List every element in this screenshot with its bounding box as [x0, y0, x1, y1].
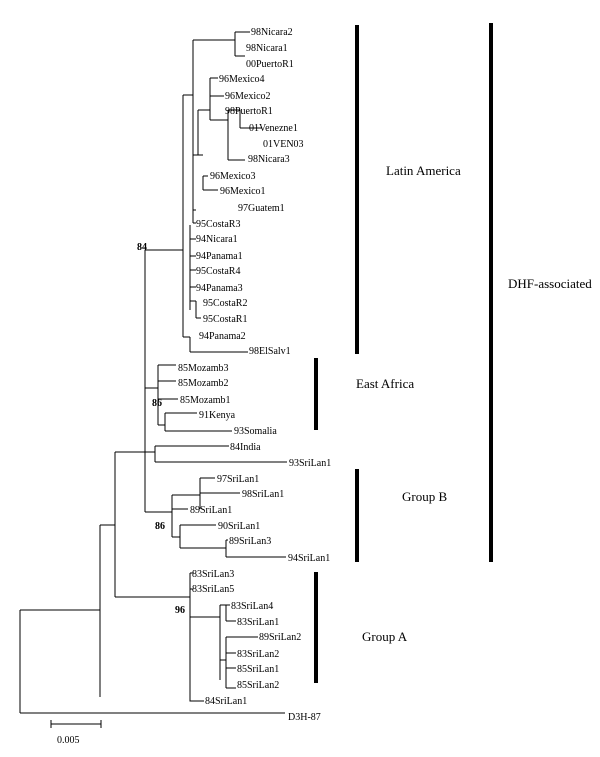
- bootstrap-value: 86: [152, 398, 162, 409]
- leaf-label: 96Mexico4: [219, 74, 265, 85]
- leaf-label: 96Mexico2: [225, 91, 271, 102]
- bootstrap-value: 84: [137, 242, 147, 253]
- leaf-label: 89SriLan2: [259, 632, 301, 643]
- leaf-label: 94Panama2: [199, 331, 246, 342]
- group-b-label: Group B: [402, 489, 447, 504]
- leaf-label: 85Mozamb2: [178, 378, 229, 389]
- leaf-label: 96Mexico3: [210, 171, 256, 182]
- leaf-label: 84SriLan1: [205, 696, 247, 707]
- leaf-label: 98Nicara1: [246, 43, 288, 54]
- dhf-associated-label: DHF-associated: [508, 276, 592, 291]
- leaf-label: 96Mexico1: [220, 186, 266, 197]
- group-annotations: Latin America East Africa Group B Group …: [314, 23, 592, 683]
- leaf-label: 93SriLan1: [289, 458, 331, 469]
- leaf-label: 94Panama3: [196, 283, 243, 294]
- leaf-label: 98SriLan1: [242, 489, 284, 500]
- leaf-label: 83SriLan2: [237, 649, 279, 660]
- leaf-label: 97Guatem1: [238, 203, 285, 214]
- bootstrap-values: 84 86 86 96: [137, 242, 185, 616]
- leaf-label: 84India: [230, 442, 261, 453]
- leaf-label: 98PuertoR1: [225, 106, 273, 117]
- leaf-label: 94SriLan1: [288, 553, 330, 564]
- leaf-label: 89SriLan3: [229, 536, 271, 547]
- leaf-label: 98Nicara2: [251, 27, 293, 38]
- leaf-label: 94Panama1: [196, 251, 243, 262]
- group-a-label: Group A: [362, 629, 408, 644]
- latin-america-label: Latin America: [386, 163, 461, 178]
- leaf-label: 00PuertoR1: [246, 59, 294, 70]
- leaf-label: 95CostaR1: [203, 314, 247, 325]
- leaf-label: 95CostaR2: [203, 298, 247, 309]
- leaf-label: 91Kenya: [199, 410, 236, 421]
- leaf-label: 95CostaR3: [196, 219, 240, 230]
- leaf-label: 94Nicara1: [196, 234, 238, 245]
- leaf-label: 83SriLan4: [231, 601, 273, 612]
- scale-bar: 0.005: [50, 720, 102, 746]
- scale-label: 0.005: [57, 735, 80, 746]
- leaf-label: 83SriLan5: [192, 584, 234, 595]
- leaf-label: 85SriLan1: [237, 664, 279, 675]
- tree-branches: [19, 31, 287, 714]
- bootstrap-value: 86: [155, 521, 165, 532]
- leaf-label: 95CostaR4: [196, 266, 240, 277]
- leaf-label: 01VEN03: [263, 139, 304, 150]
- leaf-label: 90SriLan1: [218, 521, 260, 532]
- leaf-label: 85SriLan2: [237, 680, 279, 691]
- leaf-labels: 98Nicara2 98Nicara1 00PuertoR1 96Mexico4…: [178, 27, 331, 723]
- leaf-label: 83SriLan1: [237, 617, 279, 628]
- east-africa-label: East Africa: [356, 376, 414, 391]
- leaf-label: 01Venezne1: [249, 123, 298, 134]
- leaf-label: 98Nicara3: [248, 154, 290, 165]
- leaf-label: D3H-87: [288, 712, 321, 723]
- leaf-label: 97SriLan1: [217, 474, 259, 485]
- leaf-label: 85Mozamb1: [180, 395, 231, 406]
- leaf-label: 83SriLan3: [192, 569, 234, 580]
- leaf-label: 89SriLan1: [190, 505, 232, 516]
- bootstrap-value: 96: [175, 605, 185, 616]
- leaf-label: 85Mozamb3: [178, 363, 229, 374]
- leaf-label: 93Somalia: [234, 426, 277, 437]
- leaf-label: 98ElSalv1: [249, 346, 291, 357]
